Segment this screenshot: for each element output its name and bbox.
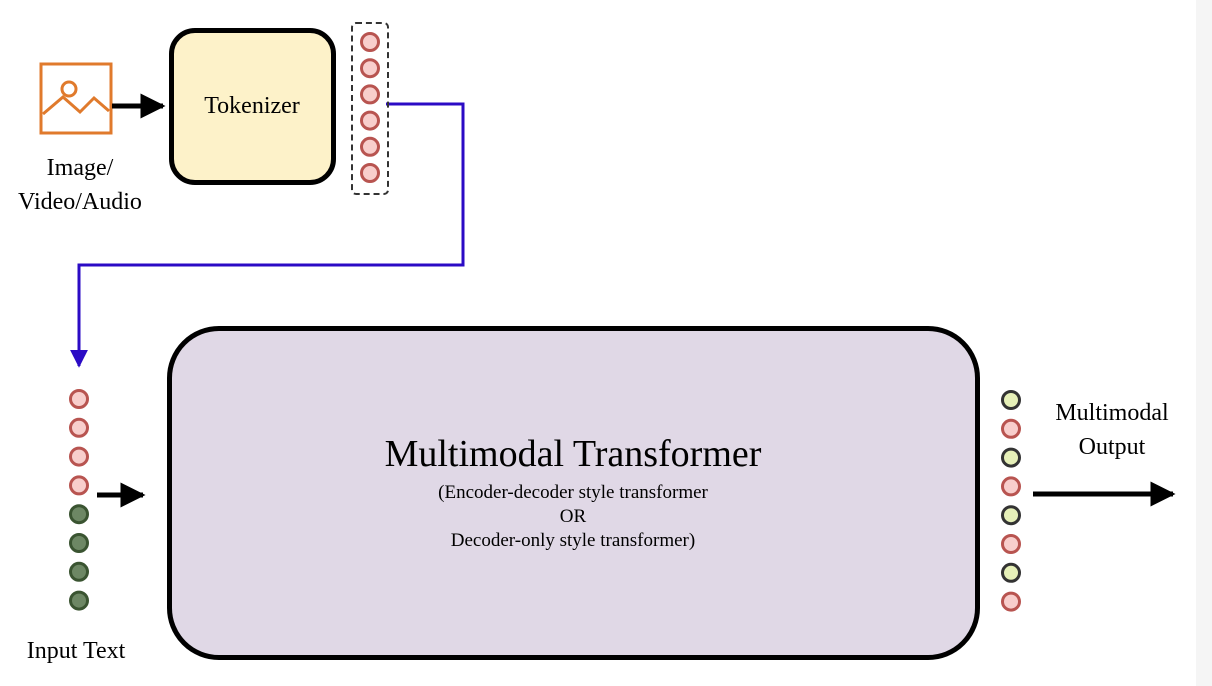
- output-token-image: [1001, 476, 1021, 497]
- input-token-image: [69, 475, 89, 496]
- media-label-line: Image/: [46, 155, 114, 181]
- transformer-box: [167, 326, 980, 660]
- media-label: Image/ Video/Audio: [18, 151, 142, 219]
- output-token-image: [1001, 591, 1021, 612]
- input-token-image: [69, 389, 89, 409]
- tokenizer-token-image: [360, 163, 380, 183]
- tokenizer-token-image: [360, 84, 380, 105]
- output-label-line: Output: [1078, 434, 1146, 460]
- input-token-image: [69, 417, 89, 438]
- input-tokens: [69, 389, 89, 611]
- right-edge-strip: [1196, 0, 1212, 686]
- output-label-line: Multimodal: [1055, 400, 1169, 426]
- output-token-text: [1001, 447, 1021, 468]
- tokenizer-label: Tokenizer: [204, 93, 300, 119]
- transformer-title: Multimodal Transformer: [384, 433, 762, 475]
- input-token-text: [69, 561, 89, 582]
- input-token-image: [69, 446, 89, 467]
- transformer-subtitle-line: Decoder-only style transformer): [450, 530, 696, 551]
- tokenizer-token-image: [360, 110, 380, 131]
- tokens-to-input-connector: [70, 102, 465, 368]
- tokenizer-token-image: [360, 58, 380, 79]
- transformer-subtitle-line: OR: [559, 506, 587, 527]
- output-token-image: [1001, 534, 1021, 554]
- output-token-text: [1001, 505, 1021, 526]
- input-token-text: [69, 590, 89, 611]
- tokenizer-box: [169, 28, 336, 185]
- tokenizer-output-tokens: [360, 32, 380, 183]
- output-label: Multimodal Output: [1055, 396, 1168, 464]
- input-text-label: Input Text: [26, 638, 126, 664]
- tokenizer-token-image: [360, 32, 380, 52]
- tokenizer-token-image: [360, 136, 380, 157]
- output-token-text: [1001, 562, 1021, 583]
- transformer-subtitle: (Encoder-decoder style transformer OR De…: [438, 481, 708, 553]
- transformer-subtitle-line: (Encoder-decoder style transformer: [438, 482, 708, 503]
- output-token-text: [1001, 390, 1021, 410]
- output-tokens: [1001, 390, 1021, 612]
- tokenizer-output-group: [351, 22, 389, 195]
- input-token-text: [69, 533, 89, 553]
- output-token-image: [1001, 418, 1021, 439]
- input-token-text: [69, 504, 89, 525]
- image-icon: [39, 62, 113, 135]
- media-label-line: Video/Audio: [18, 189, 142, 215]
